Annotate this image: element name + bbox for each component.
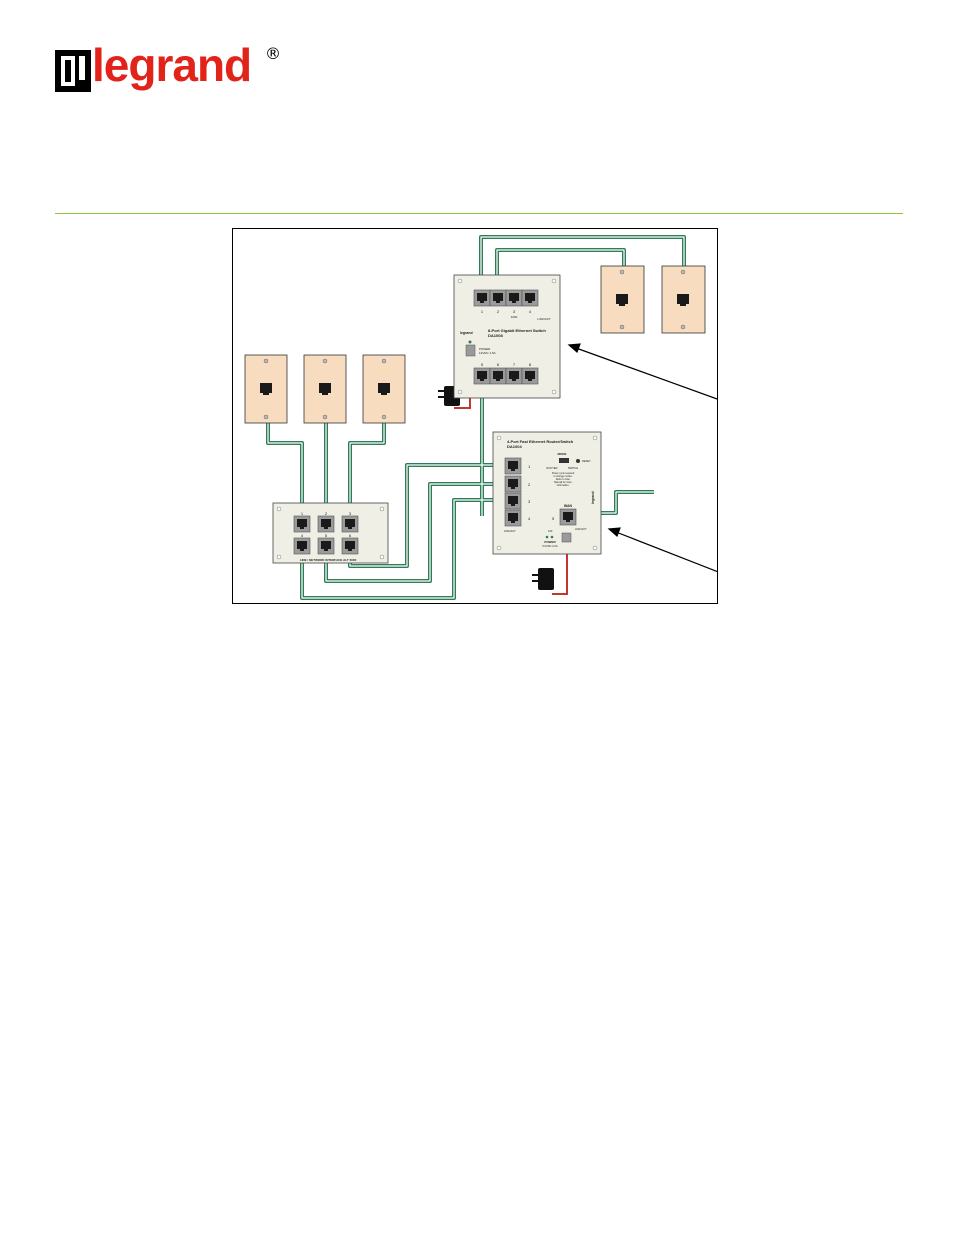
router-power-spec: 5.0VDC 2.0A <box>542 544 557 548</box>
pointer-arrows <box>567 343 718 573</box>
router-wan-label: WAN <box>564 504 573 508</box>
wall-plate-left-1 <box>244 354 288 424</box>
router-port-label-4: 4 <box>528 516 531 521</box>
router-speed-label: 100 <box>548 529 553 533</box>
router-note-2: to change modes. <box>553 475 572 478</box>
router-port-label-2: 2 <box>528 482 531 487</box>
wall-plate-left-2 <box>303 354 347 424</box>
router-power-label: POWER <box>544 540 556 544</box>
switch-brand-mark: legrand <box>460 331 473 335</box>
switch-power-label: POWER <box>479 347 491 351</box>
wall-plate-right-2 <box>661 265 706 334</box>
router-note-4: Manual for more <box>554 481 572 484</box>
router-power-jack <box>561 532 572 543</box>
router-port-label-3: 3 <box>528 499 531 504</box>
router-note-5: information. <box>557 484 570 487</box>
panel-port-label-4: 4 <box>301 533 304 538</box>
patch-panel-module: 1 2 3 4 5 6 LINE / NETWORK INTERFACE ALT… <box>272 502 389 564</box>
router-power-adapter <box>532 538 568 595</box>
switch-port-label-3: 3 <box>513 309 516 314</box>
panel-port-label-1: 1 <box>301 511 304 516</box>
router-mode-router: ROUTER <box>547 466 558 470</box>
wall-plate-left-3 <box>362 354 406 424</box>
switch-port-label-4: 4 <box>529 309 532 314</box>
router-title: 4-Port Fast Ethernet Router/Switch <box>507 439 574 444</box>
legrand-logo-icon <box>55 50 91 92</box>
router-reset-label: RESET <box>582 459 591 463</box>
router-reset-button[interactable] <box>576 459 580 463</box>
wall-plate-right-1 <box>600 265 645 334</box>
gigabit-switch-module: 1 2 3 4 1000 LINK/ACT legrand 8-Port Gig… <box>453 274 561 399</box>
switch-power-spec: 12VDC 1.5A <box>479 351 496 355</box>
router-mode-switch[interactable] <box>559 458 569 463</box>
header-divider <box>55 213 903 214</box>
router-mode-label: MODE <box>558 452 567 456</box>
switch-port-label-1: 1 <box>481 309 484 314</box>
router-wan-linkact: LINK/ACT <box>575 527 587 531</box>
switch-group-label-linkact: LINK/ACT <box>537 317 551 321</box>
switch-port-label-5: 5 <box>481 362 484 367</box>
router-note-1: Power cycle required <box>552 472 575 475</box>
registered-mark: ® <box>265 44 281 63</box>
switch-model: DA1008 <box>488 333 503 338</box>
panel-label: LINE / NETWORK INTERFACE ALT 6000 <box>300 558 357 562</box>
switch-port-label-6: 6 <box>497 362 500 367</box>
panel-port-label-3: 3 <box>349 511 352 516</box>
wiring-diagram: 1 2 3 4 1000 LINK/ACT legrand 8-Port Gig… <box>232 228 718 604</box>
switch-port-label-7: 7 <box>513 362 516 367</box>
router-linkact-label: LINK/ACT <box>504 529 516 533</box>
legrand-logo <box>55 44 285 102</box>
brand-wordmark: legrand <box>92 39 252 91</box>
router-note-3: Refer to User <box>556 478 570 481</box>
switch-port-label-2: 2 <box>497 309 500 314</box>
router-port-label-1: 1 <box>528 464 531 469</box>
router-brand-mark: legrand <box>591 491 595 504</box>
router-mode-switch-label: SWITCH <box>568 466 578 470</box>
panel-port-label-6: 6 <box>349 533 352 538</box>
router-model: DA1004 <box>507 444 522 449</box>
panel-port-label-2: 2 <box>325 511 328 516</box>
router-wan-port-number: 5 <box>552 516 555 521</box>
switch-title: 8-Port Gigabit Ethernet Switch <box>488 328 546 333</box>
switch-group-label-1000: 1000 <box>511 315 518 319</box>
router-switch-module: 4-Port Fast Ethernet Router/Switch DA100… <box>492 431 602 555</box>
switch-port-label-8: 8 <box>529 362 532 367</box>
panel-port-label-5: 5 <box>325 533 328 538</box>
switch-power-jack <box>465 344 476 357</box>
